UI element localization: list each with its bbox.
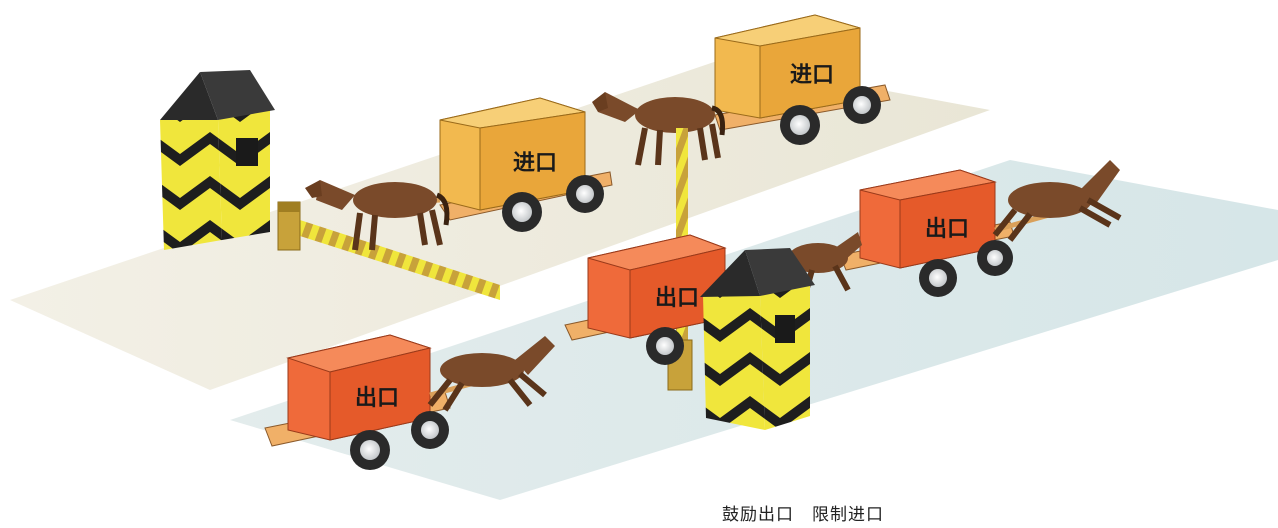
export-cart-right: 出口 — [839, 169, 1061, 297]
toll-booth-upper — [160, 70, 275, 250]
export-crate-label-1: 出口 — [355, 386, 399, 411]
export-crate-label-3: 出口 — [925, 217, 969, 242]
import-crate-label-1: 进口 — [513, 151, 557, 176]
import-cart-1: 进口 — [359, 97, 613, 232]
export-cart-middle: 出口 — [564, 234, 736, 365]
upper-road — [10, 60, 990, 390]
import-cart-2: 进口 — [639, 14, 891, 145]
caption: 鼓励出口 限制进口 — [722, 505, 884, 525]
horse-upper-1 — [305, 180, 450, 251]
horse-lower-left — [427, 336, 555, 412]
horse-upper-2 — [592, 92, 725, 166]
toll-booth-lower — [700, 248, 815, 430]
barrier-gate-upper — [277, 201, 500, 300]
horse-lower-right — [992, 160, 1122, 242]
export-cart-left: 出口 — [264, 334, 501, 470]
import-crate-label-2: 进口 — [790, 63, 834, 88]
export-crate-label-2: 出口 — [655, 286, 699, 311]
